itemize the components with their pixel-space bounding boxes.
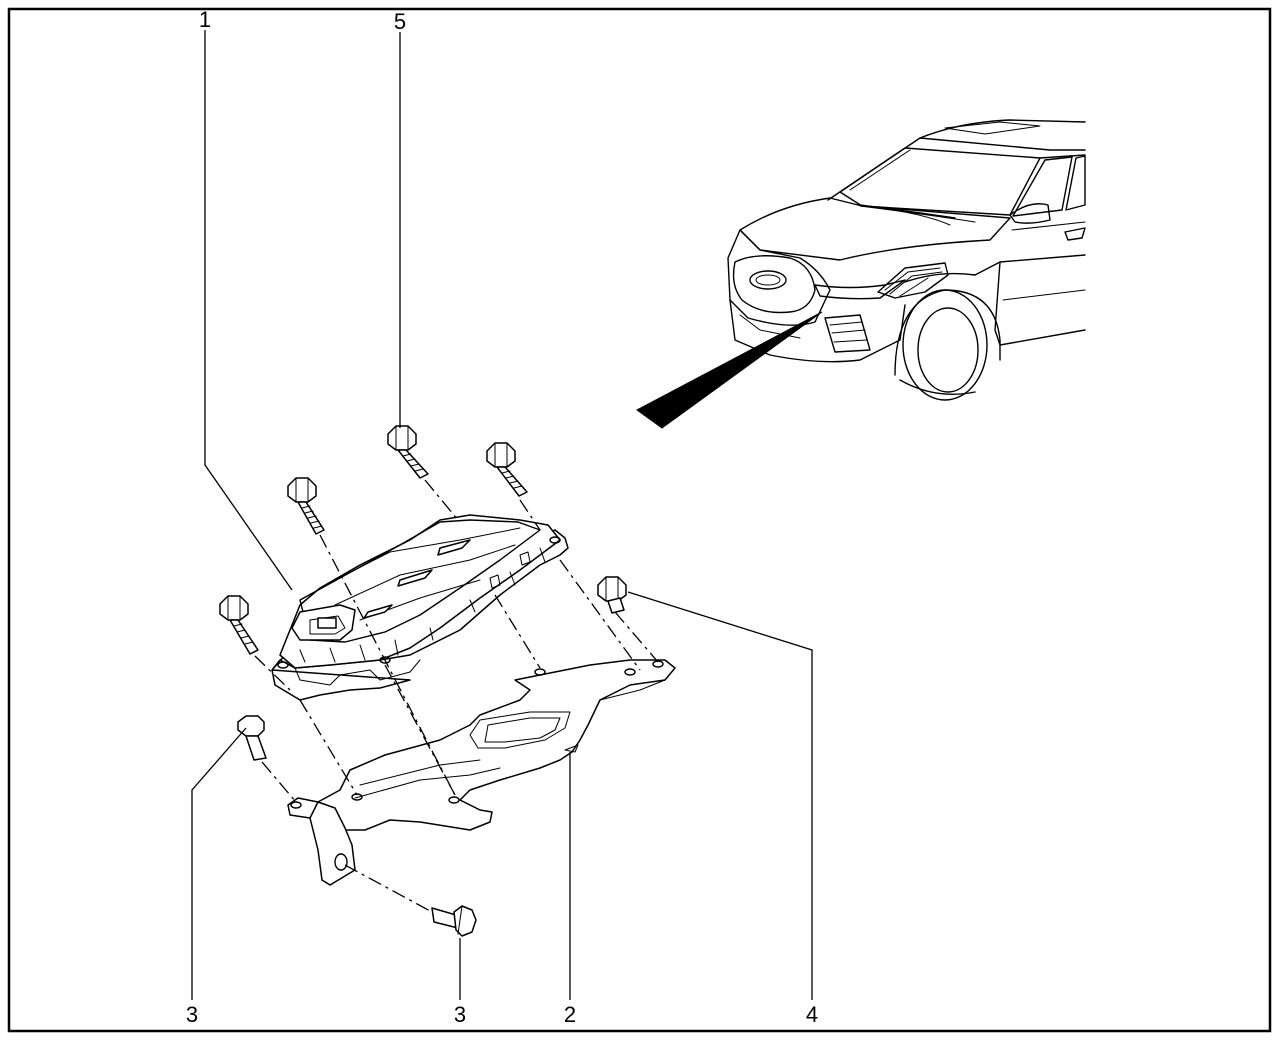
location-pointer	[636, 311, 823, 429]
bolt-left	[219, 595, 259, 655]
bolt-top-center	[387, 425, 429, 479]
bolt-right-4	[597, 576, 627, 614]
pin-left-3	[237, 715, 267, 761]
vehicle-illustration	[636, 119, 1086, 429]
diagram-border	[7, 7, 1272, 1033]
callout-4: 4	[806, 1002, 818, 1027]
mounting-bracket	[287, 659, 676, 886]
callout-1: 1	[199, 7, 211, 32]
callout-3-left: 3	[186, 1002, 198, 1027]
bolt-bottom-3	[431, 905, 477, 937]
assembly-lines	[254, 479, 659, 913]
callout-5: 5	[394, 9, 406, 34]
callout-3-bottom: 3	[454, 1002, 466, 1027]
callout-2: 2	[564, 1002, 576, 1027]
control-module	[271, 514, 569, 701]
bolt-top-right	[486, 442, 528, 497]
leader-lines	[191, 30, 813, 1000]
bolt-top-left	[287, 477, 325, 535]
